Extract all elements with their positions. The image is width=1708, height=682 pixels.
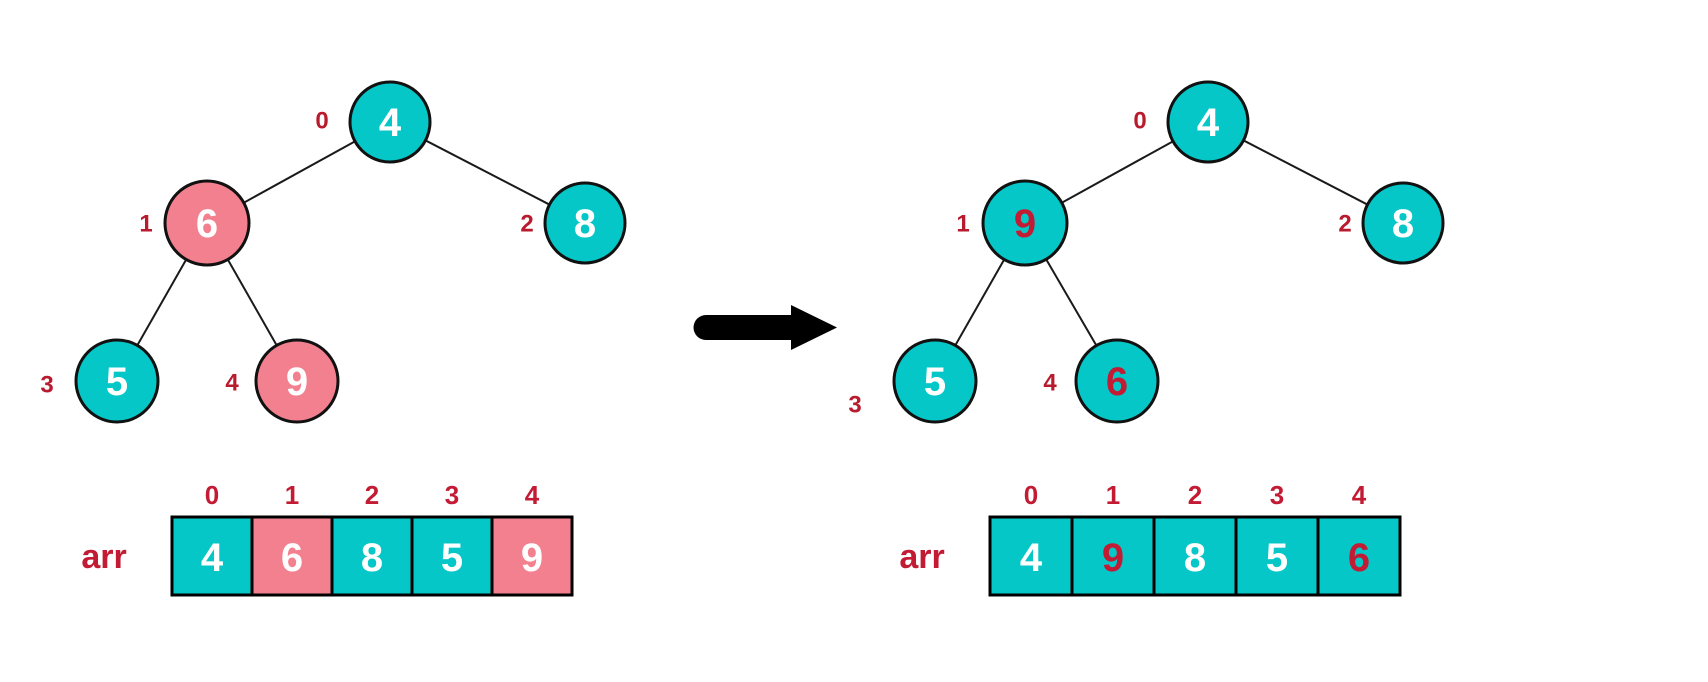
array-cell[interactable] [410,515,494,597]
tree-edge [226,258,279,347]
tree-node-value: 8 [1392,202,1414,246]
array-index-label: 4 [525,480,540,510]
array-cell-value: 4 [201,536,224,580]
tree-node-circle[interactable] [254,338,340,424]
array-name-label: arr [81,538,126,576]
array-cell[interactable] [1070,515,1156,597]
tree-node-index-label: 2 [520,211,533,238]
tree-node-value: 9 [1014,202,1036,246]
array-cell-value: 5 [441,536,463,580]
tree-edge [1242,139,1369,206]
tree-node-circle[interactable] [1361,181,1445,265]
tree-node-index-label: 3 [40,372,53,399]
array-cell[interactable] [988,515,1074,597]
tree-node-circle[interactable] [348,80,432,164]
array-index-label: 0 [1024,480,1038,510]
tree-edge [135,258,188,347]
tree-node-circle[interactable] [1166,80,1250,164]
array-cell-value: 5 [1266,536,1288,580]
tree-node-index-label: 4 [1043,370,1057,397]
tree-node-index-label: 1 [139,211,152,238]
array-cell-value: 6 [1348,536,1370,580]
array-index-label: 2 [1188,480,1202,510]
tree-edge [1060,139,1175,205]
tree-node-index-label: 4 [225,370,239,397]
array-index-label: 2 [365,480,379,510]
tree-node-circle[interactable] [1074,338,1160,424]
tree-node-circle[interactable] [892,338,978,424]
array-cell-value: 8 [361,536,383,580]
tree-node-index-label: 1 [956,211,969,238]
array-index-label: 3 [1270,480,1284,510]
array-cell[interactable] [330,515,414,597]
array-index-label: 3 [445,480,459,510]
tree-node-value: 5 [924,360,946,404]
tree-edge [242,139,357,205]
double-right-arrow-icon [693,305,837,350]
tree-node-value: 6 [1106,360,1128,404]
tree-node-circle[interactable] [74,338,160,424]
array-index-label: 0 [205,480,219,510]
tree-node-value: 9 [286,360,308,404]
array-cell[interactable] [170,515,254,597]
panel-before: 4 0 6 1 8 2 5 3 9 4 arr 4 0 6 1 8 2 5 3 9 4 [40,80,627,597]
tree-edge [953,258,1006,347]
tree-edge [424,139,551,206]
tree-node-value: 8 [574,202,596,246]
array-cell-value: 8 [1184,536,1206,580]
array-cell-value: 9 [521,536,543,580]
tree-node-value: 4 [1197,101,1220,145]
tree-node-value: 4 [379,101,402,145]
tree-node-index-label: 2 [1338,211,1351,238]
array-cell[interactable] [1316,515,1402,597]
array-index-label: 4 [1352,480,1367,510]
tree-node-value: 5 [106,360,128,404]
tree-node-index-label: 0 [1133,108,1146,135]
tree-node-circle[interactable] [981,179,1069,267]
tree-node-index-label: 0 [315,108,328,135]
tree-node-circle[interactable] [543,181,627,265]
array-cell[interactable] [490,515,574,597]
array-cell-value: 6 [281,536,303,580]
array-index-label: 1 [1106,480,1120,510]
tree-edge [1044,257,1098,347]
tree-node-index-label: 3 [848,392,861,419]
array-name-label: arr [899,538,944,576]
array-cell-value: 4 [1020,536,1043,580]
array-cell-value: 9 [1102,536,1124,580]
array-index-label: 1 [285,480,299,510]
tree-node-value: 6 [196,202,218,246]
tree-node-circle[interactable] [163,179,251,267]
